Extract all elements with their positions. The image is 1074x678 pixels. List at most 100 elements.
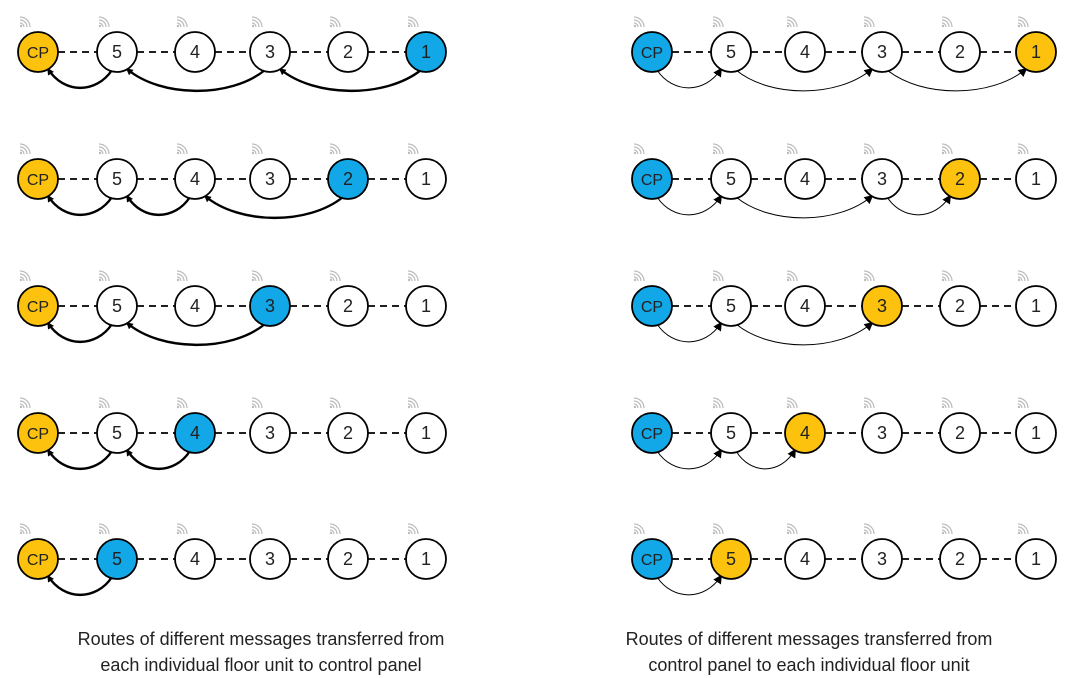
floor-unit-node-1: 1 bbox=[405, 158, 447, 200]
floor-unit-node-1: 1 bbox=[1015, 285, 1057, 327]
node-label: 4 bbox=[190, 296, 200, 316]
node-label: 5 bbox=[726, 423, 736, 443]
floor-unit-node-2: 2 bbox=[327, 538, 369, 580]
wireless-signal-icon bbox=[19, 143, 31, 155]
wireless-signal-icon bbox=[863, 523, 875, 535]
caption-unit-to-control-panel: Routes of different messages transferred… bbox=[1, 626, 521, 678]
floor-unit-node-5: 5 bbox=[96, 31, 138, 73]
wireless-signal-icon bbox=[633, 143, 645, 155]
floor-unit-node-3: 3 bbox=[861, 538, 903, 580]
floor-unit-node-2: 2 bbox=[327, 412, 369, 454]
node-label: CP bbox=[27, 299, 49, 316]
route-arrow-CP-to-5 bbox=[656, 321, 722, 343]
control-panel-node: CP bbox=[17, 285, 59, 327]
floor-unit-node-5: 5 bbox=[710, 412, 752, 454]
wireless-signal-icon bbox=[633, 16, 645, 28]
node-label: 3 bbox=[265, 549, 275, 569]
wireless-signal-icon bbox=[1017, 16, 1029, 28]
wireless-signal-icon bbox=[712, 270, 724, 282]
floor-unit-node-5: 5 bbox=[96, 538, 138, 580]
node-label: 2 bbox=[343, 549, 353, 569]
wireless-signal-icon bbox=[176, 397, 188, 409]
wireless-signal-icon bbox=[941, 270, 953, 282]
wireless-signal-icon bbox=[329, 523, 341, 535]
floor-unit-node-5: 5 bbox=[96, 285, 138, 327]
wireless-signal-icon bbox=[1017, 270, 1029, 282]
floor-unit-node-3: 3 bbox=[249, 158, 291, 200]
node-label: 4 bbox=[800, 423, 810, 443]
wireless-signal-icon bbox=[251, 523, 263, 535]
node-label: 4 bbox=[800, 169, 810, 189]
floor-unit-node-2: 2 bbox=[939, 285, 981, 327]
floor-unit-node-2: 2 bbox=[327, 285, 369, 327]
floor-unit-node-3: 3 bbox=[861, 285, 903, 327]
floor-unit-node-4: 4 bbox=[174, 412, 216, 454]
wireless-signal-icon bbox=[19, 16, 31, 28]
node-label: 5 bbox=[112, 42, 122, 62]
node-label: 3 bbox=[877, 296, 887, 316]
floor-unit-node-5: 5 bbox=[710, 31, 752, 73]
route-arrow-5-to-CP bbox=[46, 194, 113, 217]
wireless-signal-icon bbox=[176, 270, 188, 282]
node-label: 1 bbox=[421, 169, 431, 189]
wireless-signal-icon bbox=[863, 143, 875, 155]
floor-unit-node-4: 4 bbox=[784, 31, 826, 73]
caption-line: control panel to each individual floor u… bbox=[648, 655, 970, 675]
route-arrow-2-to-4 bbox=[203, 195, 344, 219]
floor-unit-node-4: 4 bbox=[174, 285, 216, 327]
floor-unit-node-1: 1 bbox=[405, 285, 447, 327]
node-label: 1 bbox=[1031, 296, 1041, 316]
floor-unit-node-2: 2 bbox=[939, 412, 981, 454]
node-label: 1 bbox=[1031, 42, 1041, 62]
node-label: 2 bbox=[955, 296, 965, 316]
node-label: CP bbox=[641, 299, 663, 316]
node-label: 2 bbox=[955, 42, 965, 62]
floor-unit-node-3: 3 bbox=[249, 285, 291, 327]
node-label: 2 bbox=[343, 169, 353, 189]
floor-unit-node-1: 1 bbox=[405, 31, 447, 73]
floor-unit-node-4: 4 bbox=[784, 412, 826, 454]
wireless-signal-icon bbox=[863, 397, 875, 409]
floor-unit-node-4: 4 bbox=[784, 158, 826, 200]
wireless-signal-icon bbox=[251, 397, 263, 409]
floor-unit-node-4: 4 bbox=[174, 31, 216, 73]
wireless-signal-icon bbox=[407, 523, 419, 535]
node-label: 1 bbox=[421, 296, 431, 316]
wireless-signal-icon bbox=[786, 143, 798, 155]
wireless-signal-icon bbox=[329, 16, 341, 28]
wireless-signal-icon bbox=[19, 397, 31, 409]
node-label: 4 bbox=[800, 42, 810, 62]
node-label: 4 bbox=[800, 296, 810, 316]
wireless-signal-icon bbox=[712, 16, 724, 28]
control-panel-node: CP bbox=[17, 158, 59, 200]
node-label: CP bbox=[641, 172, 663, 189]
wireless-signal-icon bbox=[329, 397, 341, 409]
route-arrow-5-to-3 bbox=[735, 321, 874, 346]
control-panel-node: CP bbox=[17, 31, 59, 73]
node-label: 3 bbox=[877, 169, 887, 189]
control-panel-node: CP bbox=[17, 538, 59, 580]
node-label: 5 bbox=[112, 549, 122, 569]
node-label: 1 bbox=[421, 423, 431, 443]
route-arrow-CP-to-5 bbox=[656, 574, 722, 596]
wireless-signal-icon bbox=[407, 143, 419, 155]
wireless-signal-icon bbox=[176, 523, 188, 535]
node-label: CP bbox=[27, 426, 49, 443]
route-arrow-3-to-5 bbox=[125, 322, 266, 346]
wireless-signal-icon bbox=[176, 16, 188, 28]
wireless-signal-icon bbox=[329, 143, 341, 155]
node-label: CP bbox=[27, 172, 49, 189]
wireless-signal-icon bbox=[786, 523, 798, 535]
node-label: CP bbox=[27, 552, 49, 569]
wireless-signal-icon bbox=[633, 397, 645, 409]
floor-unit-node-1: 1 bbox=[405, 412, 447, 454]
wireless-signal-icon bbox=[251, 143, 263, 155]
floor-unit-node-5: 5 bbox=[96, 158, 138, 200]
node-label: 1 bbox=[421, 42, 431, 62]
floor-unit-node-2: 2 bbox=[939, 31, 981, 73]
wireless-signal-icon bbox=[98, 16, 110, 28]
